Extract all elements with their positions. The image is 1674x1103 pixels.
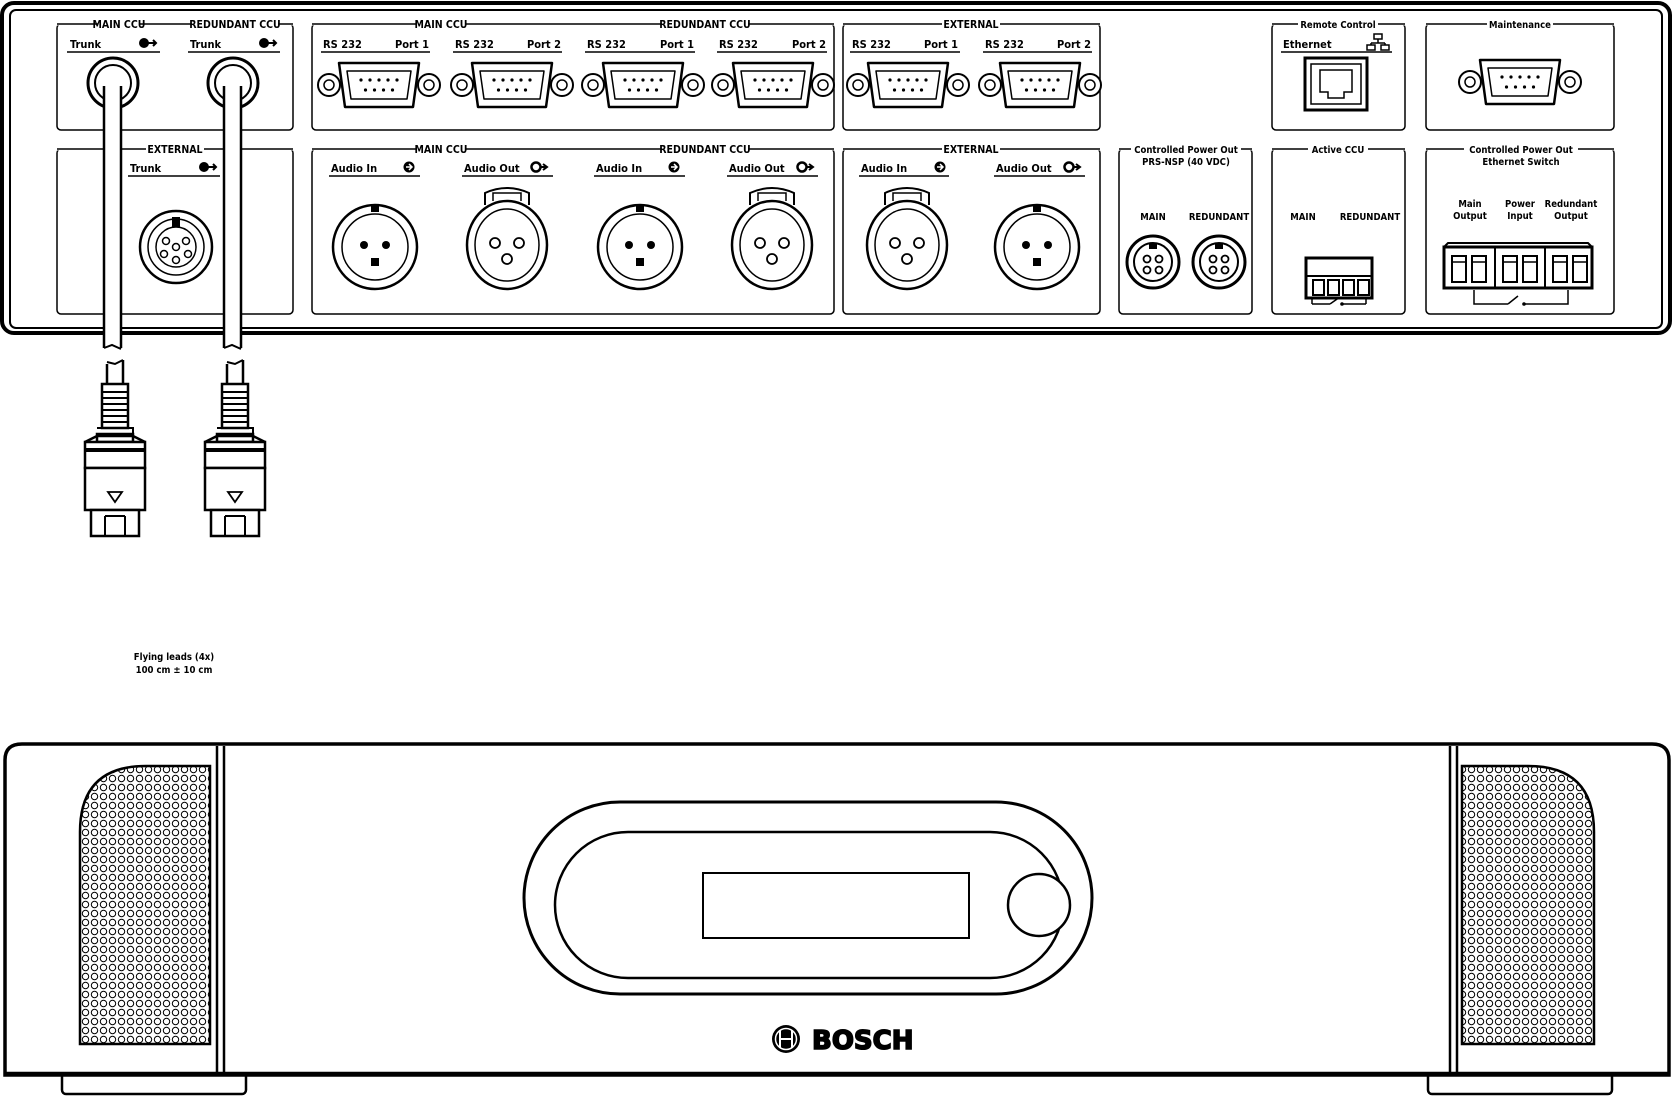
rs232-labels: RS 232 Port 1 RS 232 Port 2 RS 232 Port … bbox=[321, 38, 827, 53]
rs232-label: RS 232 bbox=[985, 38, 1024, 51]
redundant-output-label: Redundant bbox=[1545, 199, 1598, 210]
trunk-redundant-label: Trunk bbox=[190, 38, 222, 51]
rs232-label: RS 232 bbox=[587, 38, 626, 51]
external-trunk-title: EXTERNAL bbox=[147, 144, 202, 156]
remote-control-group: Remote Control Ethernet bbox=[1271, 20, 1406, 131]
audio-in-icon bbox=[933, 160, 947, 174]
xlr-audio-out-external bbox=[993, 203, 1081, 291]
rs232-external-group: EXTERNAL RS 232 Port 1 RS 232 Port 2 bbox=[842, 19, 1103, 131]
remote-control-title: Remote Control bbox=[1300, 20, 1375, 31]
external-trunk-connector bbox=[138, 209, 214, 285]
rs232-ccu-group: MAIN CCU REDUNDANT CCU RS 232 Port 1 RS … bbox=[311, 19, 836, 131]
cpo-redundant-label: REDUNDANT bbox=[1189, 212, 1249, 223]
audio-main-title: MAIN CCU bbox=[415, 144, 468, 156]
ethernet-label: Ethernet bbox=[1283, 38, 1332, 51]
flying-leads-caption: Flying leads (4x) bbox=[134, 652, 214, 663]
power-input-label: Power bbox=[1505, 199, 1536, 210]
audio-in-icon bbox=[402, 160, 416, 174]
port1-label: Port 1 bbox=[924, 38, 958, 51]
audio-redundant-title: REDUNDANT CCU bbox=[659, 144, 750, 156]
port1-label: Port 1 bbox=[660, 38, 694, 51]
eth-switch-terminal-blocks bbox=[1442, 242, 1594, 306]
rj45-connector bbox=[1303, 56, 1369, 112]
rs232-main-title: MAIN CCU bbox=[415, 19, 468, 31]
rs232-label: RS 232 bbox=[852, 38, 891, 51]
eth-switch-title-line1: Controlled Power Out bbox=[1469, 145, 1573, 156]
trunk-main-cable bbox=[83, 56, 147, 538]
xlr-audio-in-main bbox=[331, 203, 419, 291]
power-input-label: Input bbox=[1507, 211, 1533, 222]
audio-external-title: EXTERNAL bbox=[943, 144, 998, 156]
front-control-panel bbox=[522, 800, 1094, 996]
redundant-output-label: Output bbox=[1554, 211, 1588, 222]
active-ccu-group: Active CCU MAIN REDUNDANT bbox=[1271, 145, 1406, 315]
external-trunk-label: Trunk bbox=[130, 162, 162, 175]
maintenance-group: Maintenance bbox=[1425, 20, 1615, 131]
controlled-power-out-group: Controlled Power Out PRS-NSP (40 VDC) MA… bbox=[1118, 145, 1253, 315]
ethernet-switch-group: Controlled Power Out Ethernet Switch Mai… bbox=[1425, 145, 1615, 315]
trunk-main-title: MAIN CCU bbox=[93, 19, 146, 31]
active-ccu-redundant-label: REDUNDANT bbox=[1340, 212, 1400, 223]
trunk-redundant-cable bbox=[203, 56, 267, 538]
external-trunk-group: EXTERNAL Trunk bbox=[56, 144, 294, 315]
lcd-display bbox=[702, 872, 970, 939]
active-ccu-title: Active CCU bbox=[1312, 145, 1365, 156]
cpo-main-connector bbox=[1125, 234, 1181, 290]
main-output-label: Output bbox=[1453, 211, 1487, 222]
port1-label: Port 1 bbox=[395, 38, 429, 51]
xlr-audio-in-redundant bbox=[596, 203, 684, 291]
rs232-label: RS 232 bbox=[455, 38, 494, 51]
terminal-block bbox=[1304, 256, 1374, 306]
trunk-group: MAIN CCU REDUNDANT CCU Trunk Trunk bbox=[56, 19, 294, 131]
cpo-title-line2: PRS-NSP (40 VDC) bbox=[1142, 157, 1230, 168]
audio-external-group: EXTERNAL Audio In Audio Out bbox=[842, 144, 1101, 315]
main-output-label: Main bbox=[1458, 199, 1481, 210]
active-ccu-main-label: MAIN bbox=[1290, 212, 1315, 223]
right-speaker-grille bbox=[1460, 764, 1596, 1046]
audio-out-label: Audio Out bbox=[464, 162, 520, 175]
network-icon bbox=[1366, 33, 1390, 51]
rs232-label: RS 232 bbox=[719, 38, 758, 51]
maintenance-title: Maintenance bbox=[1489, 20, 1551, 31]
flying-leads-length: 100 cm ± 10 cm bbox=[136, 665, 213, 676]
control-knob[interactable] bbox=[1006, 872, 1072, 938]
audio-in-icon bbox=[667, 160, 681, 174]
eth-switch-title-line2: Ethernet Switch bbox=[1482, 157, 1559, 168]
audio-in-label: Audio In bbox=[596, 162, 642, 175]
cpo-main-label: MAIN bbox=[1140, 212, 1165, 223]
cpo-title-line1: Controlled Power Out bbox=[1134, 145, 1238, 156]
left-speaker-grille bbox=[78, 764, 212, 1046]
port2-label: Port 2 bbox=[527, 38, 561, 51]
port2-label: Port 2 bbox=[792, 38, 826, 51]
audio-in-label: Audio In bbox=[861, 162, 907, 175]
audio-in-label: Audio In bbox=[331, 162, 377, 175]
cpo-redundant-connector bbox=[1191, 234, 1247, 290]
audio-ccu-group: MAIN CCU REDUNDANT CCU Audio In Audio Ou… bbox=[311, 144, 835, 315]
audio-out-label: Audio Out bbox=[996, 162, 1052, 175]
rs232-redundant-title: REDUNDANT CCU bbox=[659, 19, 750, 31]
rs232-label: RS 232 bbox=[323, 38, 362, 51]
brand-name: BOSCH bbox=[812, 1026, 914, 1056]
rs232-external-title: EXTERNAL bbox=[943, 19, 998, 31]
port2-label: Port 2 bbox=[1057, 38, 1091, 51]
bosch-logo: BOSCH bbox=[772, 1025, 914, 1057]
trunk-redundant-title: REDUNDANT CCU bbox=[189, 19, 280, 31]
trunk-main-label: Trunk bbox=[70, 38, 102, 51]
audio-out-label: Audio Out bbox=[729, 162, 785, 175]
